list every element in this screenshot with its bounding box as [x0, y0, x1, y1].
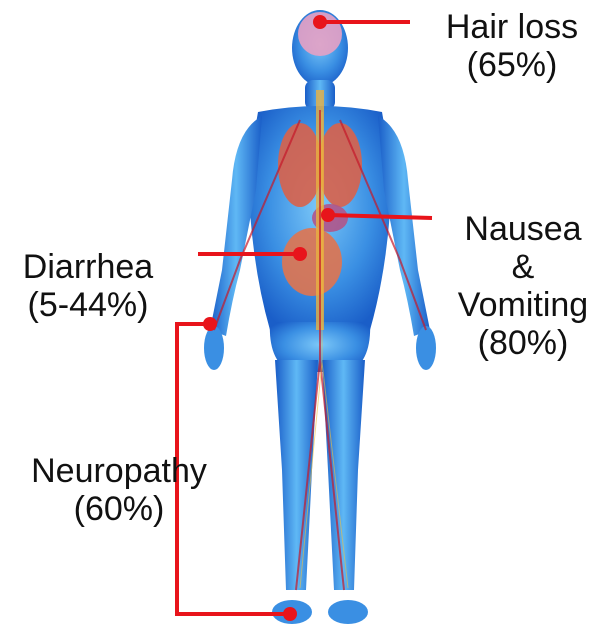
diarrhea-name: Diarrhea — [4, 248, 172, 286]
right-foot-shape — [328, 600, 368, 624]
vomiting-name: Vomiting — [448, 286, 598, 324]
nausea-name: Nausea — [448, 210, 598, 248]
neuropathy-label: Neuropathy (60%) — [14, 452, 224, 528]
hair-loss-name: Hair loss — [432, 8, 592, 46]
diarrhea-label: Diarrhea (5-44%) — [4, 248, 172, 324]
nausea-marker — [321, 208, 335, 222]
hair-loss-marker — [313, 15, 327, 29]
neuropathy-name: Neuropathy — [14, 452, 224, 490]
nausea-ampersand: & — [448, 248, 598, 286]
left-hand-shape — [204, 326, 224, 370]
neuropathy-value: (60%) — [14, 490, 224, 528]
diarrhea-marker — [293, 247, 307, 261]
lungs-shape — [278, 123, 322, 207]
left-leg-shape — [275, 360, 318, 590]
neuropathy-marker-hand — [203, 317, 217, 331]
nausea-value: (80%) — [448, 324, 598, 362]
neuropathy-marker-foot — [283, 607, 297, 621]
hair-loss-label: Hair loss (65%) — [432, 8, 592, 84]
intestines-shape — [282, 228, 342, 296]
right-hand-shape — [416, 326, 436, 370]
hair-loss-value: (65%) — [432, 46, 592, 84]
lungs-shape-right — [318, 123, 362, 207]
right-leg-shape — [322, 360, 365, 590]
nausea-label: Nausea & Vomiting (80%) — [448, 210, 598, 362]
diarrhea-value: (5-44%) — [4, 286, 172, 324]
